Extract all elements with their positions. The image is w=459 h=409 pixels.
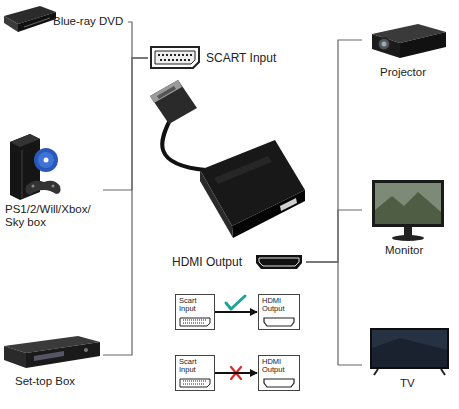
- mini-hdmi: [264, 318, 294, 326]
- tv-screen-shade: [372, 338, 447, 367]
- mini-connectors: [180, 318, 294, 387]
- mini-scart: [180, 379, 210, 387]
- node-label: PS1/2/Will/Xbox/ Sky box: [5, 203, 97, 229]
- stb-button: [84, 348, 88, 352]
- device-node: Blue-ray DVD: [52, 14, 128, 30]
- port-box: HDMI Output: [258, 294, 300, 330]
- converter-front: [232, 190, 305, 238]
- tv-screen: [372, 330, 447, 367]
- hdmi-outline: [256, 255, 302, 269]
- controller-button: [32, 185, 35, 188]
- controller-button: [52, 185, 55, 188]
- hdmi-icon: [256, 255, 302, 269]
- game-console: [10, 134, 61, 200]
- connector-arrow: [215, 372, 257, 374]
- converter-panel: [214, 156, 272, 184]
- scart-plug-face: [150, 80, 182, 103]
- display-node: Monitor: [362, 172, 454, 258]
- converter-cable: [162, 120, 206, 170]
- converter-top: [200, 140, 305, 226]
- game-disc: [34, 148, 58, 172]
- scart-plug-pins: [157, 86, 176, 99]
- monitor-image: [375, 192, 441, 224]
- scart-plug: [150, 80, 197, 124]
- console-edge: [22, 150, 23, 198]
- check-mark: [226, 296, 245, 309]
- display-node: TV: [362, 325, 454, 391]
- monitor: [372, 180, 444, 241]
- projector-side: [400, 32, 446, 58]
- node-label: Scart Input: [179, 358, 197, 375]
- node-label: HDMI Output: [172, 256, 242, 270]
- node-label: SCART Input: [206, 52, 276, 66]
- stb-display: [34, 351, 64, 361]
- tv-leg: [441, 369, 445, 375]
- tv-frame: [370, 328, 449, 369]
- mini-scart-pins: [183, 381, 207, 384]
- converter: [150, 80, 305, 238]
- projector: [372, 24, 446, 58]
- node-label: Projector: [380, 66, 426, 79]
- game-controller: [26, 181, 61, 195]
- node-label: Set-top Box: [15, 375, 75, 388]
- player-side: [4, 16, 18, 32]
- mini-scart: [180, 318, 210, 326]
- connector-line: [128, 22, 148, 58]
- port-box: Scart Input: [175, 355, 215, 391]
- game-disc-ring: [38, 152, 54, 168]
- hdmi-inner: [259, 258, 299, 266]
- node-label: HDMI Output: [262, 358, 285, 375]
- console-top: [10, 134, 40, 147]
- connector-line: [306, 40, 362, 262]
- connector-arrow: [215, 311, 257, 313]
- input-port-node: SCART Input: [148, 42, 280, 74]
- set-top-box: [4, 336, 100, 368]
- monitor-screen: [375, 183, 441, 224]
- monitor-base: [392, 235, 424, 241]
- projector-lens: [378, 38, 390, 50]
- port-box: HDMI Output: [258, 355, 300, 391]
- stb-side: [4, 346, 26, 368]
- connector-line: [306, 210, 362, 262]
- node-label: TV: [400, 377, 415, 390]
- connector-line: [306, 262, 362, 365]
- television: [370, 328, 449, 375]
- tv-leg: [374, 369, 378, 375]
- connector-line: [103, 58, 148, 190]
- scart-outline: [151, 47, 199, 68]
- player-slot: [24, 18, 50, 27]
- node-label: Scart Input: [179, 297, 197, 314]
- projector-front: [372, 34, 400, 58]
- device-node: Set-top Box: [3, 333, 103, 389]
- scart-pins: [158, 54, 192, 61]
- device-node: PS1/2/Will/Xbox/ Sky box: [3, 128, 103, 230]
- converter-hdmi-port: [280, 198, 297, 211]
- port-box: Scart Input: [175, 294, 215, 330]
- stb-front: [26, 342, 100, 368]
- node-label: Blue-ray DVD: [53, 15, 123, 28]
- monitor-neck: [404, 227, 412, 236]
- scart-icon: [151, 47, 199, 68]
- display-node: Projector: [362, 20, 454, 80]
- cross-mark: [231, 367, 241, 379]
- projector-lens-glass: [382, 42, 387, 47]
- mini-scart-pins: [183, 320, 207, 323]
- output-port-node: HDMI Output: [170, 253, 306, 273]
- scart-inner: [155, 51, 195, 64]
- game-disc-hole: [44, 158, 49, 163]
- player-front: [18, 12, 56, 32]
- mini-hdmi: [264, 379, 294, 387]
- connector-line: [103, 58, 148, 355]
- bluray-player: [4, 6, 56, 32]
- node-label: HDMI Output: [262, 297, 285, 314]
- node-label: Monitor: [385, 244, 423, 257]
- monitor-frame: [372, 180, 444, 227]
